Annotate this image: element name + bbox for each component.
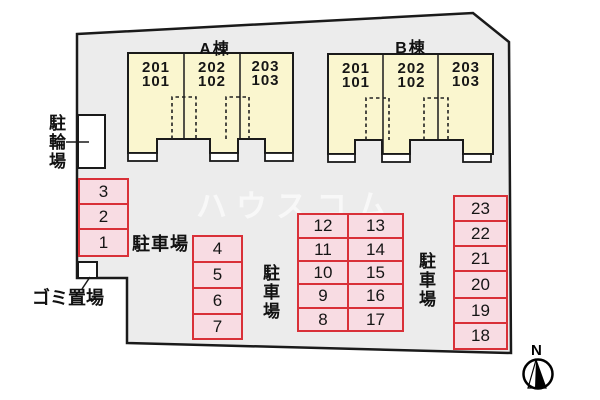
unit-lower: 101 <box>341 73 371 91</box>
parking-space-11: 11 <box>297 237 349 262</box>
unit-upper: 203 <box>251 58 280 75</box>
building-a-unit-1-label: 201 101 <box>128 59 184 90</box>
building-b-porch-2 <box>381 153 411 163</box>
building-b-porch-1 <box>327 153 356 163</box>
parking-space-10: 10 <box>297 260 349 285</box>
unit-upper: 201 <box>341 60 371 77</box>
parking-space-13: 13 <box>347 213 404 239</box>
unit-upper: 202 <box>197 59 227 76</box>
parking-space-7: 7 <box>192 313 243 340</box>
parking-space-12: 12 <box>297 213 349 239</box>
parking-lot-label-left: 駐車場 <box>132 234 189 254</box>
parking-space-4: 4 <box>192 235 243 263</box>
building-a-porch-3 <box>264 152 294 162</box>
unit-lower: 102 <box>397 73 426 91</box>
building-a-stair-symbol-2 <box>225 96 250 139</box>
parking-space-9: 9 <box>297 283 349 309</box>
parking-space-23: 23 <box>453 195 508 222</box>
parking-space-17: 17 <box>347 307 404 332</box>
parking-space-6: 6 <box>192 287 243 315</box>
building-b-stair-symbol-1 <box>365 97 390 140</box>
parking-space-20: 20 <box>453 270 508 299</box>
parking-lot-label-right: 駐車場 <box>416 252 436 309</box>
building-b-porch-3 <box>462 153 492 163</box>
compass-north-label: N <box>531 342 542 359</box>
garbage-area-leader-line <box>81 276 91 290</box>
parking-space-22: 22 <box>453 220 508 247</box>
building-b-unit-2-label: 202 102 <box>384 60 439 91</box>
building-a-porch-1 <box>127 152 158 162</box>
unit-lower: 101 <box>141 72 171 90</box>
parking-space-3: 3 <box>78 178 129 205</box>
parking-space-8: 8 <box>297 307 349 332</box>
unit-upper: 201 <box>141 59 171 76</box>
parking-lot-label-middle: 駐車場 <box>260 264 280 321</box>
building-a-unit-3-label: 203 103 <box>238 58 293 89</box>
parking-space-2: 2 <box>78 203 129 230</box>
building-a-porch-2 <box>209 152 239 162</box>
building-a-stair-symbol-1 <box>171 96 197 139</box>
parking-space-5: 5 <box>192 261 243 289</box>
compass-needle <box>535 360 546 388</box>
building-b-unit-3-label: 203 103 <box>439 59 493 90</box>
unit-lower: 103 <box>451 72 481 90</box>
garbage-area-box <box>77 261 98 279</box>
parking-space-16: 16 <box>347 283 404 309</box>
building-a-label: A棟 <box>199 41 231 58</box>
building-b-unit-1-label: 201 101 <box>328 60 384 91</box>
parking-space-1: 1 <box>78 228 129 257</box>
parking-space-21: 21 <box>453 245 508 272</box>
building-b-label: B棟 <box>395 40 427 57</box>
parking-space-14: 14 <box>347 237 404 262</box>
unit-upper: 203 <box>451 59 481 76</box>
bicycle-parking-label: 駐輪場 <box>46 114 66 171</box>
parking-space-15: 15 <box>347 260 404 285</box>
garbage-area-label: ゴミ置場 <box>32 288 104 308</box>
parking-space-19: 19 <box>453 297 508 324</box>
unit-upper: 202 <box>397 60 426 77</box>
building-a-unit-2-label: 202 102 <box>184 59 240 90</box>
unit-lower: 103 <box>251 71 280 89</box>
unit-lower: 102 <box>197 72 227 90</box>
building-b-stair-symbol-2 <box>423 97 449 140</box>
parking-space-18: 18 <box>453 322 508 350</box>
